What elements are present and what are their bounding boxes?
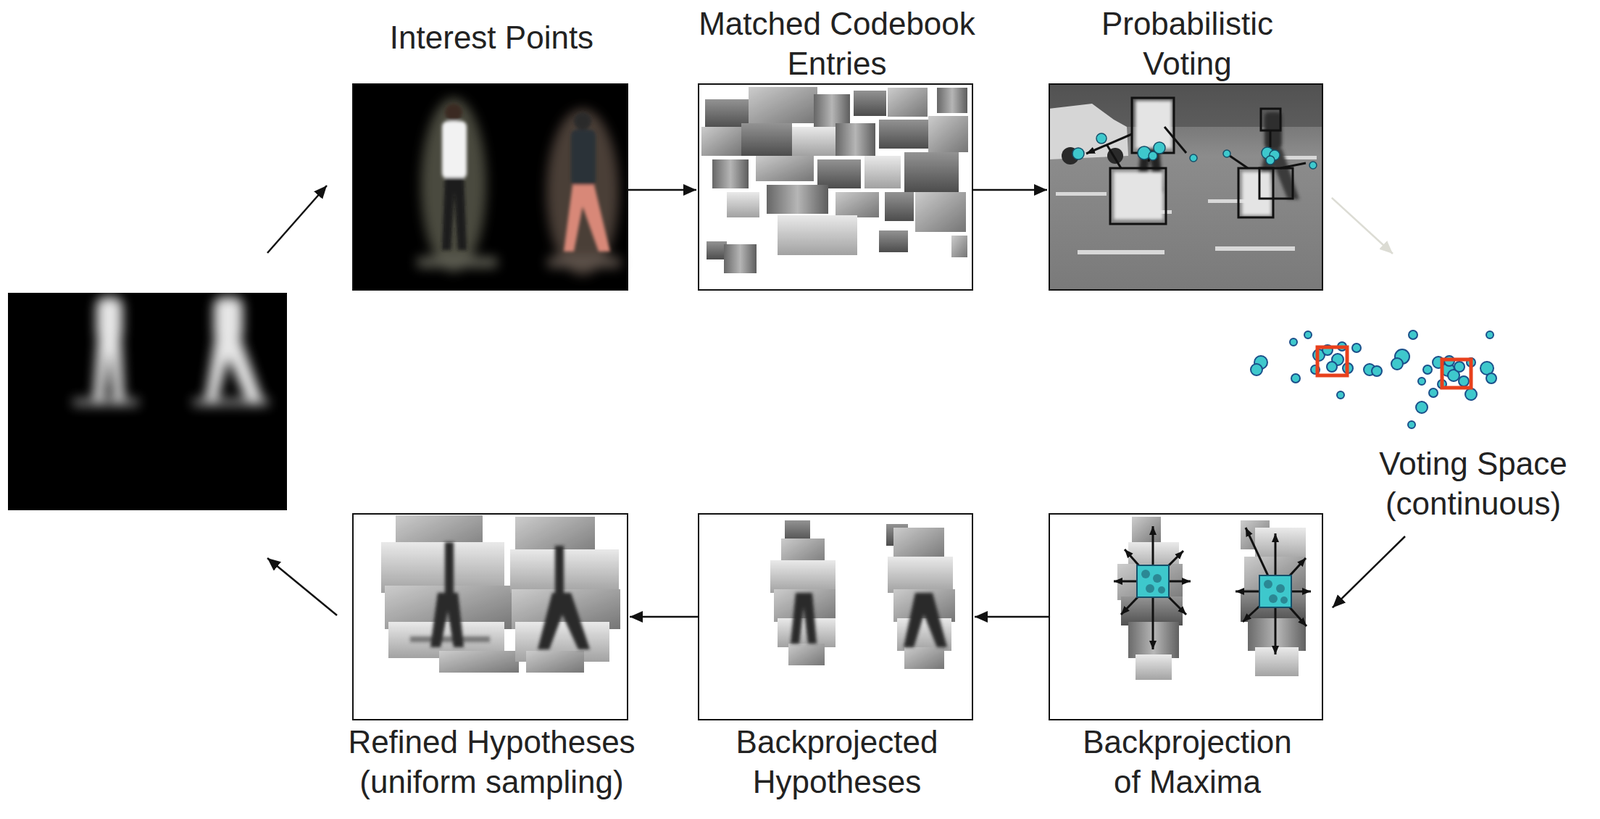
flow-arrow	[974, 615, 1049, 619]
panel-caption: Backprojected Hypotheses	[677, 721, 997, 802]
voting-space-scatter	[1250, 330, 1497, 429]
backprojection-image	[1048, 513, 1324, 721]
flow-arrow	[1332, 536, 1406, 608]
interest-points-image	[352, 83, 629, 291]
codebook-patches	[697, 83, 974, 291]
voting-scene	[1048, 83, 1324, 291]
panel-caption: Refined Hypotheses (uniform sampling)	[332, 721, 652, 802]
flow-arrow	[628, 189, 697, 192]
panel-caption: Backprojection of Maxima	[1068, 721, 1308, 802]
flow-arrow	[1331, 197, 1393, 254]
image-panel: Probabilistic Voting	[1048, 83, 1324, 291]
panel-caption: Voting Space (continuous)	[1355, 443, 1592, 524]
flow-arrow	[629, 615, 698, 619]
panel-caption: Probabilistic Voting	[1071, 3, 1304, 84]
flow-arrow	[973, 189, 1048, 192]
hypotheses-image	[697, 513, 974, 721]
image-panel: Backprojected Hypotheses	[697, 513, 974, 721]
voting-space-region: Voting Space (continuous)	[1231, 253, 1595, 537]
refined-hypotheses-image	[352, 513, 629, 721]
image-panel: Backprojection of Maxima	[1048, 513, 1324, 721]
panel-caption: Interest Points	[325, 17, 659, 58]
image-panel: Refined Hypotheses (uniform sampling)	[352, 513, 629, 721]
image-panel: Interest Points	[352, 83, 629, 291]
image-panel: Matched Codebook Entries	[697, 83, 974, 291]
panel-caption: Matched Codebook Entries	[670, 3, 1004, 84]
flow-arrow	[267, 557, 337, 616]
silhouette-image	[7, 292, 287, 511]
flow-arrow	[267, 185, 327, 253]
